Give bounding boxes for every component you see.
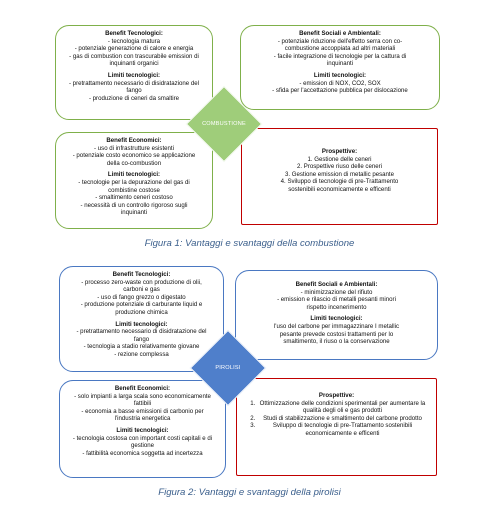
text-line: - processo zero-waste con produzione di … [81, 278, 202, 286]
fig2-box-technological: Benefit Tecnologici: - processo zero-was… [59, 266, 224, 372]
fig2-center-label: PIROLISI [215, 365, 241, 371]
text-line: pesante prevede costosi trattamenti per … [279, 330, 394, 338]
text-line: produzione chimica [115, 308, 168, 316]
text-line: - economia a basse emissioni di carbonio… [81, 407, 204, 415]
fig1-box-social: Benefit Sociali e Ambientali: - potenzia… [240, 25, 440, 110]
text-line: combistine costose [108, 186, 160, 194]
fig2-box-economic: Benefit Economici: - solo impianti a lar… [59, 380, 226, 478]
text-line: - necessità di un controllo rigoroso sug… [80, 201, 188, 209]
text-line: rispetto incenerimento [306, 303, 367, 311]
fig1-tl-head2: Limiti tecnologici: [107, 71, 161, 79]
fig2-bl-head2: Limiti tecnologici: [116, 426, 169, 434]
fig2-tl-head1: Benefit Tecnologici: [112, 271, 171, 278]
text-line: l'industria energetica [114, 415, 171, 423]
text-line: 2. Prospettive riuso delle ceneri [296, 163, 383, 171]
text-line: inquinanti [326, 60, 354, 68]
fig1-bl-head2: Limiti tecnologici: [107, 171, 161, 179]
text-line: - pretrattamento necessario di disidrata… [76, 328, 207, 336]
fig2-br-head: Prospettive: [318, 392, 355, 399]
text-line: gestione [130, 442, 155, 450]
fig1-tl-head1: Benefit Tecnologici: [105, 30, 163, 37]
text-line: sostenibili economicamente e efficenti [288, 185, 391, 193]
fig1-tl-items2: - pretrattamento necessario di disidrata… [66, 80, 202, 103]
text-line: - gas di combustion con trascurabile emi… [69, 52, 199, 60]
prospettive-item: Sviluppo di tecnologie di pre-Trattament… [257, 422, 428, 437]
fig2-bl-items1: - solo impianti a larga scala sono econo… [70, 393, 215, 423]
text-line: 4. Sviluppo di tecnologie di pre-Trattam… [280, 178, 399, 186]
text-line: - emission di NOX, CO2, SOX [299, 79, 381, 87]
text-line: - uso di fango grezzo o digestato [97, 293, 186, 301]
text-line: - pretrattamento necessario di disidrata… [68, 79, 200, 87]
text-line: - uso di infrastrutture esistenti [94, 144, 174, 152]
text-line: inquinanti organici [109, 60, 159, 68]
text-line: - tecnologie per la depurazione del gas … [78, 178, 190, 186]
text-line: fango [133, 335, 150, 343]
text-line: - tecnologia a stadio relativamente giov… [83, 343, 200, 351]
fig1-box-technological: Benefit Tecnologici: - tecnologia matura… [55, 25, 213, 120]
text-line: 3. Gestione emission di metallic pesante [284, 170, 395, 178]
text-line: - emission e rilascio di metalli pesanti… [277, 296, 396, 304]
text-line: - solo impianti a larga scala sono econo… [74, 392, 211, 400]
text-line: - potenziale generazione di calore e ene… [74, 45, 194, 53]
fig2-tr-items2: l'uso del carbone per immagazzinare I me… [246, 323, 427, 346]
fig2-caption: Figura 2: Vantaggi e svantaggi della pir… [158, 487, 341, 498]
text-line: - rezione complessa [114, 350, 169, 358]
prospettive-item: Studi di stabilizzazione e smaltimento d… [257, 415, 428, 423]
fig2-bl-items2: - tecnologia costosa con important costi… [70, 435, 215, 458]
text-line: 1. Gestione delle ceneri [307, 155, 372, 163]
text-line: - tecnologia matura [107, 37, 161, 45]
text-line: - produzione di ceneri da smaltire [88, 94, 180, 102]
text-line: - potenziale costo economico se applicaz… [72, 152, 196, 160]
fig1-br-head: Prospettive: [321, 148, 358, 155]
fig2-br-items: Ottimizzazione delle condizioni sperimen… [245, 400, 428, 438]
fig2-tl-items2: - pretrattamento necessario di disidrata… [70, 328, 213, 358]
fig1-bl-head1: Benefit Economici: [106, 137, 162, 144]
prospettive-item: Ottimizzazione delle condizioni sperimen… [257, 400, 428, 415]
fig2-tl-items1: - processo zero-waste con produzione di … [70, 279, 213, 317]
text-line: - fattibilità economica soggetta ad ince… [82, 449, 203, 457]
fig2-bl-head1: Benefit Economici: [114, 385, 171, 392]
fig1-tl-items1: - tecnologia matura- potenziale generazi… [66, 38, 202, 68]
text-line: combustione accoppiata ad altri material… [284, 45, 396, 53]
fig1-bl-items1: - uso di infrastrutture esistenti- poten… [66, 145, 202, 168]
text-line: - facile integrazione di tecnologie per … [273, 52, 407, 60]
text-line: carboni e gas [123, 286, 160, 294]
fig1-tr-head1: Benefit Sociali e Ambientali: [299, 30, 381, 37]
fig1-center-label: COMBUSTIONE [202, 121, 246, 127]
text-line: - smaltimento ceneri costoso [95, 194, 173, 202]
text-line: l'uso del carbone per immagazzinare I me… [273, 322, 400, 330]
fig1-tr-head2: Limiti tecnologici: [313, 71, 367, 79]
text-line: inquinanti [120, 209, 148, 217]
text-line: - minimizzazione del rifiuto [300, 288, 373, 296]
fig1-caption: Figura 1: Vantaggi e svantaggi della com… [144, 238, 355, 249]
fig2-tr-head1: Benefit Sociali e Ambientali: [295, 281, 378, 288]
fig1-bl-items2: - tecnologie per la depurazione del gas … [66, 179, 202, 217]
fig1-box-economic: Benefit Economici: - uso di infrastruttu… [55, 132, 213, 229]
text-line: fattibili [133, 400, 152, 408]
fig1-tr-items2: - emission di NOX, CO2, SOX- sfida per l… [251, 80, 429, 95]
text-line: - potenziale riduzione dell'effetto serr… [277, 37, 403, 45]
fig2-tr-head2: Limiti tecnologici: [310, 315, 363, 323]
fig2-box-social: Benefit Sociali e Ambientali: - minimizz… [235, 270, 438, 360]
text-line: fango [126, 87, 142, 95]
fig2-tr-items1: - minimizzazione del rifiuto- emission e… [246, 289, 427, 312]
fig2-box-prospettive: Prospettive: Ottimizzazione delle condiz… [236, 378, 437, 476]
text-line: - sfida per l'accettazione pubblica per … [272, 87, 408, 95]
text-line: della co-combustion [106, 159, 162, 167]
text-line: smaltimento, il riuso o la conservazione [283, 338, 390, 346]
fig1-tr-items1: - potenziale riduzione dell'effetto serr… [251, 38, 429, 68]
text-line: - produzione potenziale di carburante li… [80, 301, 203, 309]
fig2-tl-head2: Limiti tecnologici: [115, 320, 168, 328]
text-line: - tecnologia costosa con important costi… [72, 434, 213, 442]
